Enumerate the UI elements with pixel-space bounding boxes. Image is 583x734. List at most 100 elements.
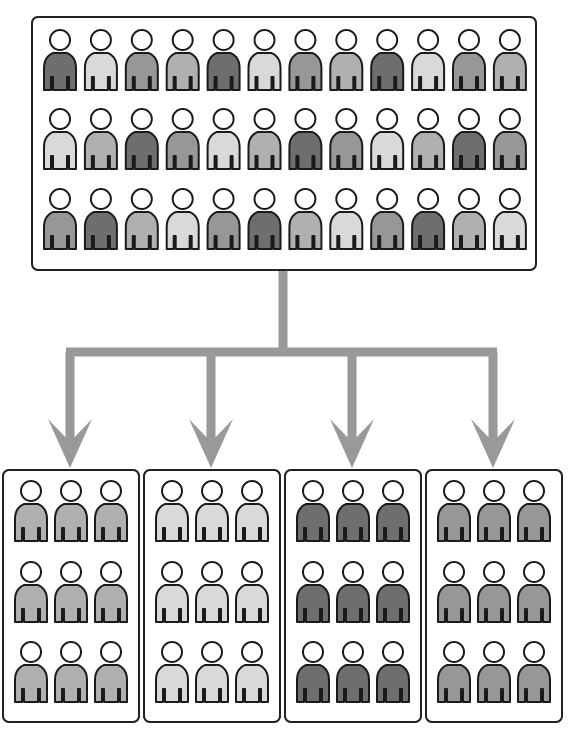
person-body: [492, 131, 527, 170]
person-icon: [54, 561, 88, 623]
person-head: [458, 188, 480, 210]
person-icon: [94, 641, 128, 703]
person-head: [253, 29, 276, 51]
person-body: [155, 503, 189, 542]
person-head: [302, 641, 324, 663]
person-head: [20, 641, 42, 663]
person-body: [124, 211, 159, 250]
person-head: [382, 561, 404, 583]
person-head: [443, 480, 465, 502]
person-body: [329, 131, 364, 170]
person-body: [54, 584, 88, 623]
person-icon: [517, 480, 551, 542]
person-icon: [437, 480, 471, 542]
person-head: [89, 188, 112, 210]
person-icon: [43, 188, 77, 250]
person-icon: [155, 561, 189, 623]
person-icon: [235, 480, 269, 542]
person-body: [376, 584, 410, 623]
person-head: [342, 480, 364, 502]
person-body: [411, 131, 446, 170]
arrow-down-icon: [471, 419, 515, 468]
person-icon: [14, 561, 48, 623]
person-icon: [370, 29, 405, 91]
person-body: [336, 584, 370, 623]
person-icon: [477, 480, 511, 542]
person-body: [437, 503, 471, 542]
person-body: [83, 131, 118, 170]
person-icon: [54, 641, 88, 703]
person-body: [517, 664, 551, 703]
person-head: [253, 188, 276, 210]
person-head: [335, 29, 358, 51]
arrow-down-icon: [48, 419, 92, 468]
person-icon: [83, 188, 118, 250]
person-body: [376, 503, 410, 542]
person-body: [165, 52, 200, 91]
person-body: [43, 211, 77, 250]
person-icon: [94, 480, 128, 542]
person-body: [288, 52, 323, 91]
person-head: [161, 561, 183, 583]
person-icon: [14, 641, 48, 703]
person-head: [212, 29, 235, 51]
person-head: [302, 480, 324, 502]
person-body: [247, 131, 282, 170]
person-icon: [247, 29, 282, 91]
person-icon: [329, 188, 364, 250]
person-icon: [376, 641, 410, 703]
person-body: [83, 52, 118, 91]
person-icon: [492, 29, 527, 91]
person-head: [294, 29, 317, 51]
person-body: [376, 664, 410, 703]
person-icon: [411, 188, 446, 250]
person-body: [288, 131, 323, 170]
person-icon: [195, 480, 229, 542]
group-boxes: [2, 469, 563, 723]
person-body: [14, 584, 48, 623]
person-icon: [155, 641, 189, 703]
person-head: [89, 29, 112, 51]
person-icon: [329, 108, 364, 170]
person-head: [201, 641, 223, 663]
person-icon: [336, 480, 370, 542]
person-icon: [165, 188, 200, 250]
arrow-down-icon: [189, 419, 233, 468]
person-head: [201, 561, 223, 583]
person-head: [342, 641, 364, 663]
person-head: [302, 561, 324, 583]
person-icon: [206, 29, 241, 91]
person-head: [417, 108, 440, 130]
person-body: [437, 584, 471, 623]
person-icon: [329, 29, 364, 91]
person-icon: [43, 108, 77, 170]
person-body: [83, 211, 118, 250]
person-head: [171, 188, 194, 210]
group-box: [284, 469, 422, 723]
person-icon: [124, 188, 159, 250]
person-head: [382, 641, 404, 663]
person-head: [49, 108, 71, 130]
person-body: [14, 503, 48, 542]
person-body: [477, 664, 511, 703]
person-head: [241, 561, 263, 583]
person-icon: [376, 480, 410, 542]
person-icon: [288, 188, 323, 250]
person-head: [201, 480, 223, 502]
person-icon: [492, 108, 527, 170]
person-icon: [206, 188, 241, 250]
person-head: [20, 480, 42, 502]
person-head: [417, 29, 440, 51]
person-body: [54, 664, 88, 703]
person-icon: [83, 29, 118, 91]
person-icon: [54, 480, 88, 542]
person-head: [483, 480, 505, 502]
person-icon: [288, 108, 323, 170]
person-body: [235, 584, 269, 623]
person-icon: [155, 480, 189, 542]
person-head: [130, 108, 153, 130]
person-head: [335, 108, 358, 130]
person-icon: [370, 188, 405, 250]
person-head: [443, 641, 465, 663]
